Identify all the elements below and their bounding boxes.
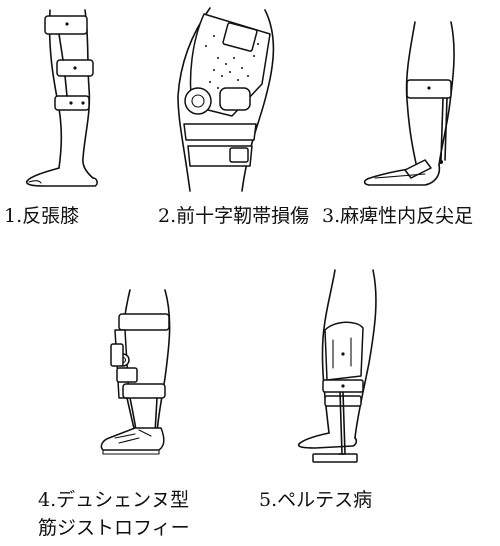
knee-ankle-foot-orthosis-illustration — [100, 289, 171, 455]
caption-3: 3.麻痺性内反尖足 — [322, 205, 474, 227]
figure-1 — [15, 8, 135, 193]
figure-4 — [95, 288, 195, 473]
caption-4-line-1: 4.デュシェンヌ型 — [38, 489, 190, 511]
caption-4-line-2: 筋ジストロフィー — [38, 517, 190, 539]
acl-knee-brace-illustration — [177, 7, 275, 192]
caption-2: 2.前十字靭帯損傷 — [158, 205, 310, 227]
figure-3 — [355, 20, 475, 195]
caption-1: 1.反張膝 — [4, 205, 80, 227]
ankle-foot-orthosis-illustration — [363, 21, 455, 186]
knee-hyperextension-brace-illustration — [25, 9, 98, 187]
caption-5: 5.ペルテス病 — [259, 489, 373, 511]
perthes-orthosis-illustration — [297, 269, 377, 463]
figure-5 — [285, 268, 385, 478]
figure-2 — [170, 6, 290, 196]
